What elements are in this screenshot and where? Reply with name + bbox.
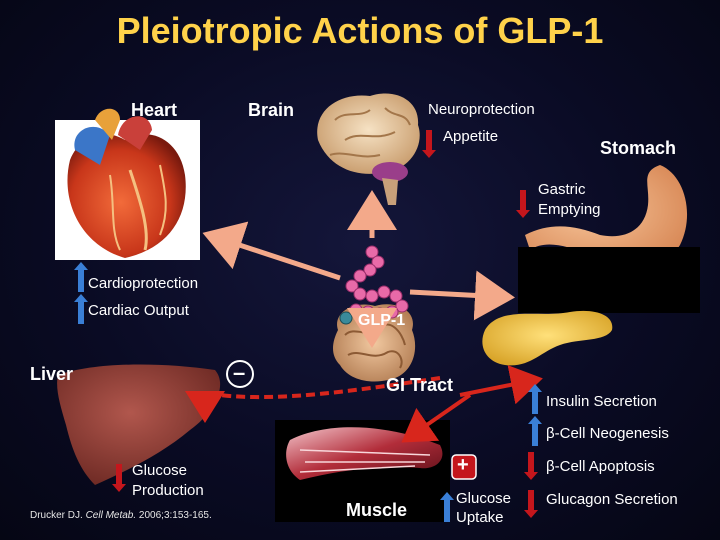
brain-label: Brain	[248, 100, 295, 120]
citation-suffix: 2006;3:153-165.	[136, 510, 212, 521]
muscle-label: Muscle	[346, 500, 408, 520]
heart-illustration	[55, 108, 200, 260]
up-arrow-icon-beta-cell-neogenesis	[528, 416, 542, 446]
red-arrows	[185, 365, 543, 443]
citation: Drucker DJ. Cell Metab. 2006;3:153-165.	[30, 510, 212, 521]
inhibit-sign	[226, 360, 254, 388]
pancreas-illustration	[482, 310, 613, 366]
up-arrow-icons	[74, 262, 542, 522]
down-arrow-icons	[112, 130, 538, 518]
beta-cell-apoptosis-label: β-Cell Apoptosis	[546, 458, 655, 475]
stimulate-sign	[451, 454, 477, 480]
glucose-uptake-label-line2: Uptake	[456, 509, 504, 526]
down-arrow-icon-appetite	[422, 130, 436, 158]
arrow-to-heart	[202, 221, 341, 281]
glucose-production-label-line2: Production	[132, 482, 204, 499]
up-arrow-icon-cardioprotection	[74, 262, 88, 292]
down-arrow-icon-beta-cell-apoptosis	[524, 452, 538, 480]
down-arrow-icon-glucose-production	[112, 464, 126, 492]
beta-cell-neogenesis-label: β-Cell Neogenesis	[546, 425, 669, 442]
glucose-uptake-label-line1: Glucose	[456, 490, 512, 507]
arrow-to-pancreas	[459, 365, 543, 405]
liver-illustration	[57, 364, 221, 485]
gi-tract-label: GI Tract	[386, 375, 454, 395]
glp1-label: GLP-1	[358, 312, 406, 329]
down-arrow-icon-gastric-emptying	[516, 190, 530, 218]
citation-journal: Cell Metab.	[85, 510, 137, 521]
insulin-secretion-label: Insulin Secretion	[546, 393, 657, 410]
appetite-label: Appetite	[443, 128, 499, 145]
citation-prefix: Drucker DJ.	[30, 510, 86, 521]
stomach-illustration	[518, 165, 700, 313]
cardioprotection-label: Cardioprotection	[88, 275, 199, 292]
brain-illustration	[317, 93, 420, 205]
neuroprotection-label: Neuroprotection	[428, 101, 535, 118]
page-title: Pleiotropic Actions of GLP-1	[116, 10, 604, 51]
arrow-to-stomach	[409, 270, 515, 321]
liver-label: Liver	[30, 364, 74, 384]
up-arrow-icon-glucose-uptake	[440, 492, 454, 522]
glucagon-secretion-label: Glucagon Secretion	[546, 491, 678, 508]
heart-label: Heart	[131, 100, 178, 120]
up-arrow-icon-insulin-secretion	[528, 384, 542, 414]
stomach-label: Stomach	[600, 138, 677, 158]
plus-sign: +	[457, 454, 469, 476]
cardiac-output-label: Cardiac Output	[88, 302, 189, 319]
gastric-emptying-label-line2: Emptying	[538, 201, 601, 218]
down-arrow-icon-glucagon-secretion	[524, 490, 538, 518]
pathway-arrows	[202, 190, 515, 348]
dashed-arrow-to-liver	[185, 376, 441, 423]
gastric-emptying-label-line1: Gastric	[538, 181, 586, 198]
minus-sign: –	[233, 360, 246, 385]
arrow-to-muscle	[401, 393, 472, 443]
up-arrow-icon-cardiac-output	[74, 294, 88, 324]
glucose-production-label-line1: Glucose	[132, 462, 188, 479]
